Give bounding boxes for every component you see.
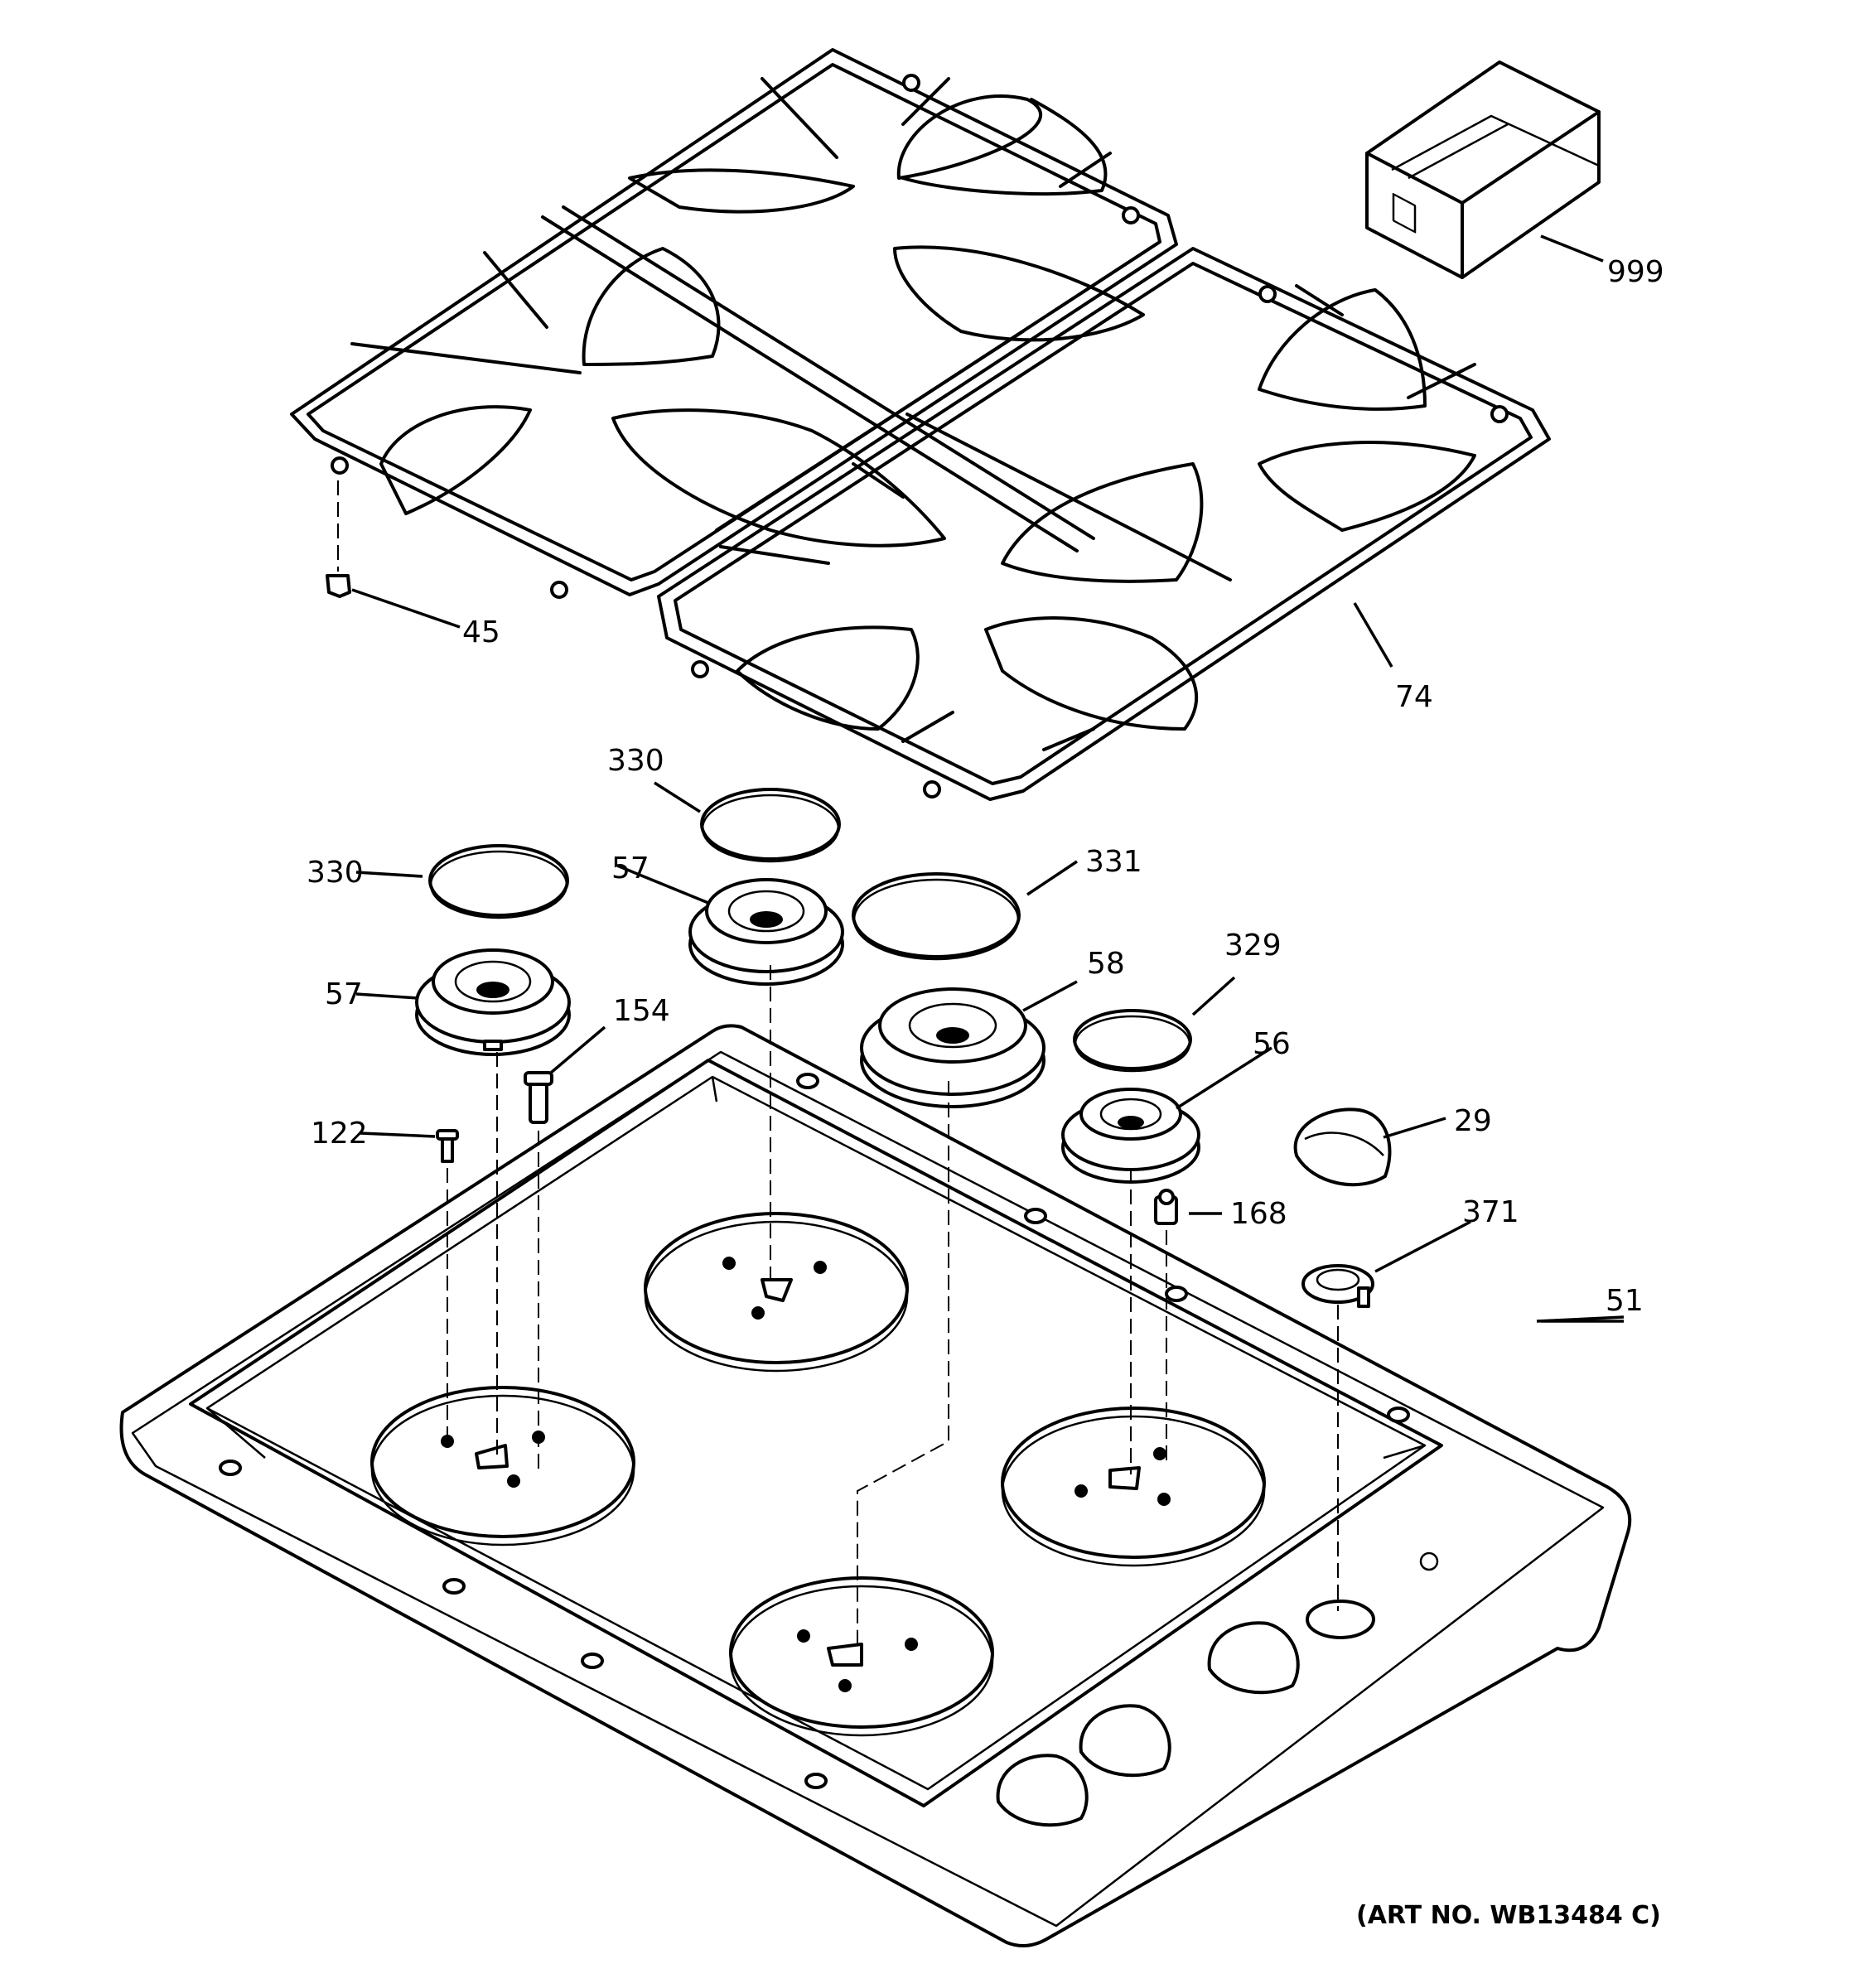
- grate-foot-part-45: [326, 480, 351, 598]
- cooktop-part-51: [119, 1024, 1632, 1947]
- art-number: (ART NO. WB13484 C): [1356, 1901, 1661, 1930]
- burner-head-57-mid: [688, 878, 844, 986]
- label-57-left: 57: [325, 977, 363, 1011]
- assembly-lines: [447, 965, 1339, 1648]
- screw-part-122: [436, 1129, 459, 1163]
- burner-head-58: [860, 987, 1045, 1108]
- burner-head-56: [1061, 1088, 1200, 1184]
- label-122: 122: [311, 1117, 368, 1151]
- label-330-top: 330: [607, 744, 664, 778]
- label-329: 329: [1224, 929, 1282, 963]
- carton-part-999: [1365, 60, 1601, 279]
- screw-part-154: [524, 1071, 553, 1124]
- label-56: 56: [1253, 1027, 1291, 1061]
- label-331: 331: [1085, 845, 1142, 879]
- label-57-mid: 57: [611, 852, 650, 885]
- burner-head-57-left: [415, 948, 571, 1056]
- label-999: 999: [1607, 255, 1664, 289]
- leader-lines: [351, 234, 1625, 1323]
- label-168: 168: [1230, 1197, 1287, 1231]
- label-45: 45: [462, 615, 500, 649]
- grate-part-74: [290, 48, 1551, 801]
- knob-part-29: [1293, 1107, 1392, 1187]
- label-29: 29: [1454, 1104, 1492, 1138]
- igniter-part-168: [1154, 1189, 1178, 1225]
- burner-caps: [428, 788, 1192, 1073]
- label-154: 154: [613, 994, 670, 1028]
- label-51: 51: [1606, 1284, 1644, 1318]
- bezel-part-371: [1301, 1264, 1374, 1308]
- label-330-left: 330: [307, 856, 364, 890]
- label-74: 74: [1395, 680, 1433, 714]
- label-58: 58: [1087, 947, 1125, 981]
- callout-labels: 999 45 74 330 330 57 331 58 329 57 154 5…: [307, 255, 1664, 1930]
- label-371: 371: [1462, 1195, 1519, 1229]
